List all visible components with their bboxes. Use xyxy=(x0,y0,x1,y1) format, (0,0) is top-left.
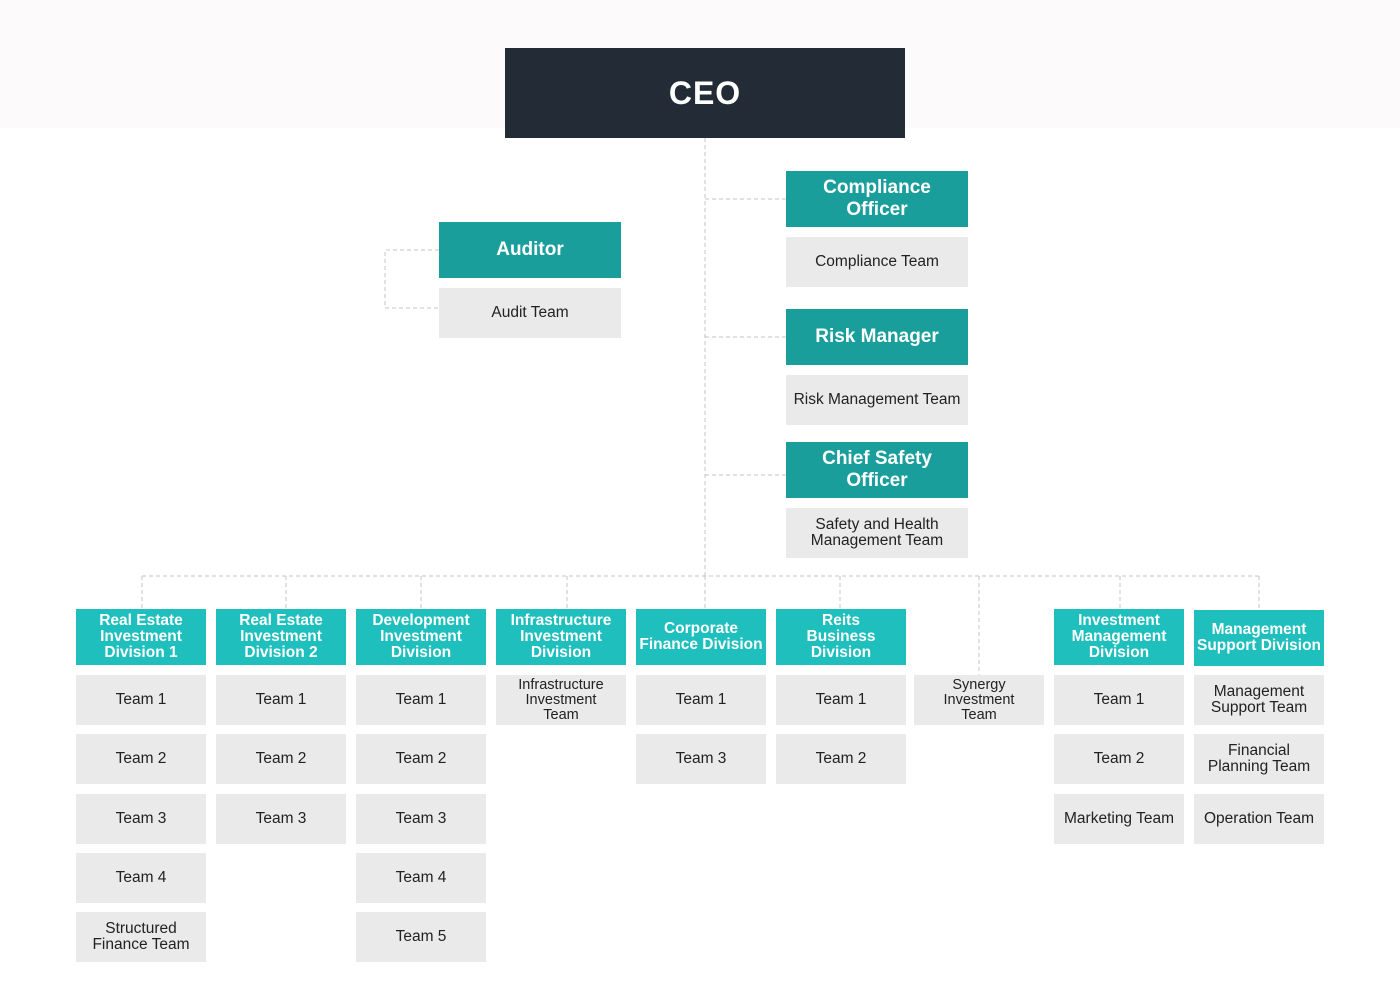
ceo-label: CEO xyxy=(668,74,742,111)
ceo-box: CEO xyxy=(505,48,905,138)
team-label: Team 2 xyxy=(255,750,307,767)
team-label: Financial Planning Team xyxy=(1207,742,1311,775)
team-box: Financial Planning Team xyxy=(1194,734,1324,784)
chief-safety-officer-box: Chief Safety Officer xyxy=(786,442,968,498)
team-box: Team 3 xyxy=(636,734,766,784)
risk-management-team-box: Risk Management Team xyxy=(786,375,968,425)
division-title: Real Estate Investment Division 1 xyxy=(99,612,183,661)
team-box: Team 1 xyxy=(76,675,206,725)
team-box: Team 1 xyxy=(776,675,906,725)
team-label: Team 1 xyxy=(675,691,727,708)
audit-team-box: Audit Team xyxy=(439,288,621,338)
team-label: Management Support Team xyxy=(1210,683,1308,716)
team-box: Team 1 xyxy=(636,675,766,725)
division-title: Investment Management Division xyxy=(1071,612,1167,661)
team-label: Team 4 xyxy=(395,869,447,886)
team-box: Team 5 xyxy=(356,912,486,962)
team-box: Marketing Team xyxy=(1054,794,1184,844)
division-title: Real Estate Investment Division 2 xyxy=(239,612,323,661)
compliance-team-box: Compliance Team xyxy=(786,237,968,287)
team-box: Structured Finance Team xyxy=(76,912,206,962)
auditor-box: Auditor xyxy=(439,222,621,278)
team-label: Team 2 xyxy=(1093,750,1145,767)
division-title: Corporate Finance Division xyxy=(639,620,763,653)
team-label: Team 1 xyxy=(115,691,167,708)
compliance-team-label: Compliance Team xyxy=(815,253,939,270)
audit-team-label: Audit Team xyxy=(491,304,569,321)
team-box: Team 3 xyxy=(356,794,486,844)
team-box: Team 4 xyxy=(76,853,206,903)
team-box: Team 3 xyxy=(216,794,346,844)
division-real-estate-2: Real Estate Investment Division 2 xyxy=(216,609,346,665)
division-title: Management Support Division xyxy=(1197,621,1321,654)
team-label: Team 4 xyxy=(115,869,167,886)
team-box: Operation Team xyxy=(1194,794,1324,844)
team-label: Marketing Team xyxy=(1064,810,1174,827)
team-label: Structured Finance Team xyxy=(92,920,190,953)
team-box: Team 1 xyxy=(216,675,346,725)
division-title: Infrastructure Investment Division xyxy=(510,612,612,661)
team-label: Operation Team xyxy=(1204,810,1314,827)
risk-management-team-label: Risk Management Team xyxy=(793,391,961,408)
team-box: Team 1 xyxy=(1054,675,1184,725)
safety-health-team-box: Safety and Health Management Team xyxy=(786,508,968,558)
division-investment-management: Investment Management Division xyxy=(1054,609,1184,665)
division-corporate-finance: Corporate Finance Division xyxy=(636,609,766,665)
team-box: Infrastructure Investment Team xyxy=(496,675,626,725)
team-box: Team 2 xyxy=(76,734,206,784)
team-label: Team 1 xyxy=(1093,691,1145,708)
team-label: Team 3 xyxy=(395,810,447,827)
team-box: Management Support Team xyxy=(1194,675,1324,725)
team-label: Team 2 xyxy=(395,750,447,767)
risk-manager-box: Risk Manager xyxy=(786,309,968,365)
division-real-estate-1: Real Estate Investment Division 1 xyxy=(76,609,206,665)
team-label: Infrastructure Investment Team xyxy=(518,676,604,723)
team-box: Synergy Investment Team xyxy=(914,675,1044,725)
team-label: Team 5 xyxy=(395,928,447,945)
team-box: Team 2 xyxy=(1054,734,1184,784)
team-label: Team 3 xyxy=(255,810,307,827)
team-box: Team 4 xyxy=(356,853,486,903)
risk-manager-title: Risk Manager xyxy=(815,326,939,347)
team-label: Team 3 xyxy=(675,750,727,767)
team-label: Team 1 xyxy=(255,691,307,708)
team-label: Team 1 xyxy=(395,691,447,708)
team-label: Synergy Investment Team xyxy=(943,676,1015,723)
team-box: Team 2 xyxy=(216,734,346,784)
chief-safety-officer-title: Chief Safety Officer xyxy=(822,448,932,491)
team-box: Team 1 xyxy=(356,675,486,725)
safety-health-team-label: Safety and Health Management Team xyxy=(810,516,944,549)
team-box: Team 2 xyxy=(356,734,486,784)
division-title: Reits Business Division xyxy=(806,612,876,661)
team-label: Team 2 xyxy=(115,750,167,767)
team-label: Team 2 xyxy=(815,750,867,767)
team-label: Team 1 xyxy=(815,691,867,708)
auditor-bracket-line xyxy=(384,249,439,309)
team-box: Team 2 xyxy=(776,734,906,784)
division-title: Development Investment Division xyxy=(372,612,470,661)
team-box: Team 3 xyxy=(76,794,206,844)
team-label: Team 3 xyxy=(115,810,167,827)
division-infrastructure: Infrastructure Investment Division xyxy=(496,609,626,665)
division-management-support: Management Support Division xyxy=(1194,610,1324,666)
compliance-officer-box: Compliance Officer xyxy=(786,171,968,227)
division-development: Development Investment Division xyxy=(356,609,486,665)
compliance-officer-title: Compliance Officer xyxy=(823,177,931,220)
division-reits: Reits Business Division xyxy=(776,609,906,665)
auditor-title: Auditor xyxy=(496,239,564,260)
